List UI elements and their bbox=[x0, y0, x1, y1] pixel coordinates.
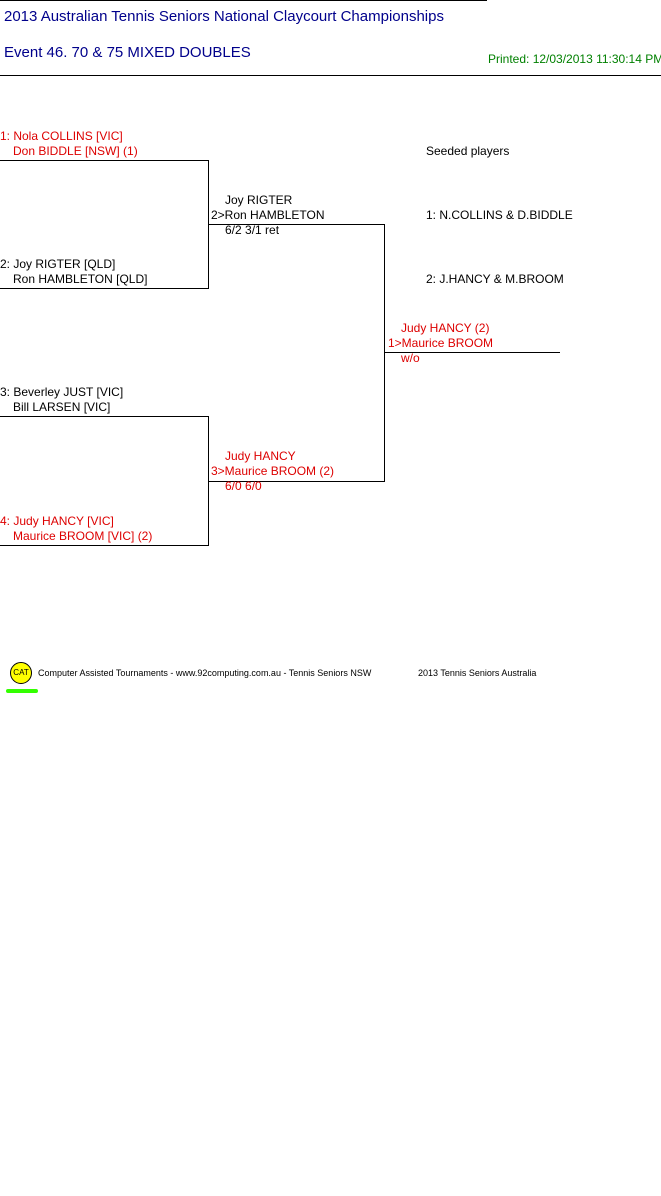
footer-credit: Computer Assisted Tournaments - www.92co… bbox=[38, 668, 372, 678]
draw-entry-1-line2: Don BIDDLE [NSW] (1) bbox=[13, 144, 138, 158]
draw-line-entry-2 bbox=[0, 288, 209, 289]
cat-logo-underline bbox=[6, 689, 38, 693]
bracket-connector-match-1 bbox=[208, 160, 209, 289]
header-top-rule bbox=[0, 0, 487, 1]
draw-line-entry-3 bbox=[0, 416, 209, 417]
cat-logo: CAT bbox=[10, 662, 32, 684]
draw-entry-2-line2: Ron HAMBLETON [QLD] bbox=[13, 272, 148, 286]
round2-winner-1-line2: 2>Ron HAMBLETON bbox=[211, 208, 325, 222]
page-title: 2013 Australian Tennis Seniors National … bbox=[4, 8, 444, 25]
header-bottom-rule bbox=[0, 75, 661, 76]
draw-line-entry-1 bbox=[0, 160, 209, 161]
round2-winner-2-line2: 3>Maurice BROOM (2) bbox=[211, 464, 335, 478]
draw-line-entry-4 bbox=[0, 545, 209, 546]
draw-line-final bbox=[385, 352, 560, 353]
bracket-connector-final bbox=[384, 224, 385, 482]
seeded-player-2: 2: J.HANCY & M.BROOM bbox=[426, 272, 564, 286]
draw-entry-4-line2: Maurice BROOM [VIC] (2) bbox=[13, 529, 153, 543]
draw-entry-2-line1: 2: Joy RIGTER [QLD] bbox=[0, 257, 116, 271]
draw-entry-4-line1: 4: Judy HANCY [VIC] bbox=[0, 514, 114, 528]
footer-copyright: 2013 Tennis Seniors Australia bbox=[418, 668, 537, 678]
round2-winner-2-line1: Judy HANCY bbox=[225, 449, 296, 463]
draw-line-round2-2 bbox=[209, 481, 385, 482]
draw-line-round2-1 bbox=[209, 224, 385, 225]
round2-winner-1-score: 6/2 3/1 ret bbox=[225, 223, 280, 237]
round2-winner-1-line1: Joy RIGTER bbox=[225, 193, 293, 207]
draw-entry-1-line1: 1: Nola COLLINS [VIC] bbox=[0, 129, 123, 143]
final-winner-score: w/o bbox=[401, 351, 420, 365]
final-winner-line1: Judy HANCY (2) bbox=[401, 321, 490, 335]
seeded-player-1: 1: N.COLLINS & D.BIDDLE bbox=[426, 208, 573, 222]
final-winner-line2: 1>Maurice BROOM bbox=[388, 336, 494, 350]
round2-winner-2-score: 6/0 6/0 bbox=[225, 479, 262, 493]
draw-entry-3-line2: Bill LARSEN [VIC] bbox=[13, 400, 111, 414]
event-title: Event 46. 70 & 75 MIXED DOUBLES bbox=[4, 44, 251, 61]
bracket-connector-match-2 bbox=[208, 416, 209, 546]
printed-timestamp: Printed: 12/03/2013 11:30:14 PM bbox=[488, 52, 661, 66]
draw-entry-3-line1: 3: Beverley JUST [VIC] bbox=[0, 385, 124, 399]
seeded-players-heading: Seeded players bbox=[426, 144, 510, 158]
